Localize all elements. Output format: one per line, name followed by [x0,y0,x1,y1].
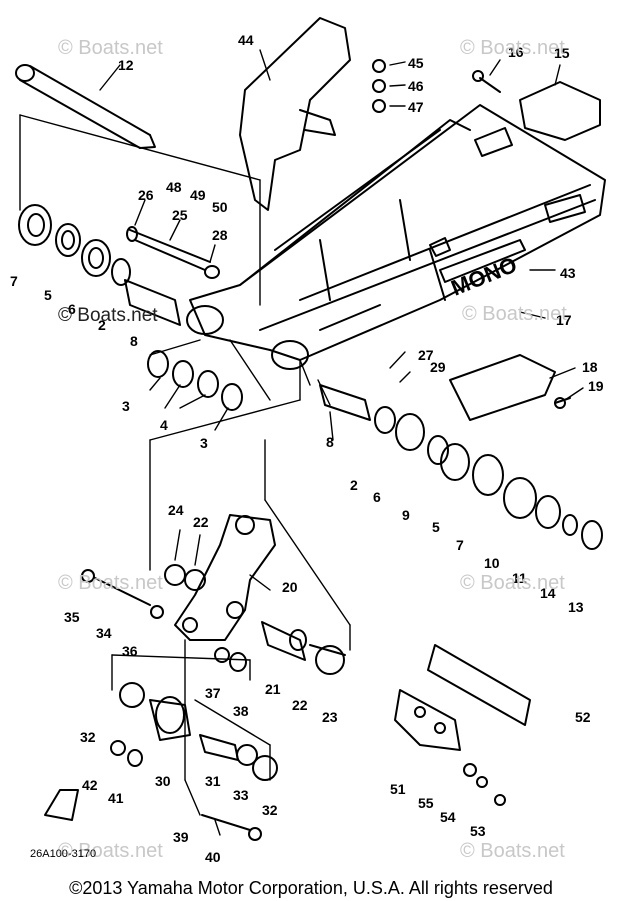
callout-7b: 7 [456,537,464,553]
watermark-bottom-left: © Boats.net [58,840,163,862]
callout-49: 49 [190,187,206,203]
callout-10: 10 [484,555,500,571]
callout-22a: 22 [193,514,209,530]
callout-2a: 2 [98,317,106,333]
callout-11: 11 [512,570,527,586]
left-bearing-set [18,204,243,411]
watermark-bottom-right: © Boats.net [460,840,565,862]
callout-14: 14 [540,585,556,601]
callout-13: 13 [568,599,584,615]
chain-case [449,354,571,421]
callout-6a: 6 [68,301,76,317]
axle-shaft [15,64,156,149]
chain-guard [239,17,386,211]
callout-51: 51 [390,781,406,797]
callout-15: 15 [554,45,570,61]
callout-29: 29 [430,359,446,375]
callout-25: 25 [172,207,188,223]
watermark-lower-left: © Boats.net [58,572,163,594]
callout-4: 4 [160,417,168,433]
callout-43: 43 [560,265,576,281]
callout-22b: 22 [292,697,308,713]
right-bearing-set [319,384,603,550]
callout-2b: 2 [350,477,358,493]
callout-24: 24 [168,502,184,518]
rear-bracket [472,70,601,141]
callout-26: 26 [138,187,154,203]
callout-40: 40 [205,849,221,865]
callout-32b: 32 [262,802,278,818]
watermark-top-right: © Boats.net [460,37,565,59]
callout-41: 41 [108,790,124,806]
callout-27: 27 [418,347,434,363]
callout-55: 55 [418,795,434,811]
relay-hardware [81,569,346,675]
callout-6b: 6 [373,489,381,505]
callout-12: 12 [118,57,134,73]
copyright-notice: ©2013 Yamaha Motor Corporation, U.S.A. A… [69,878,553,898]
callout-7a: 7 [10,273,18,289]
leader-lines [19,49,584,836]
callout-18: 18 [582,359,598,375]
swingarm [186,104,606,370]
callout-3a: 3 [122,398,130,414]
callout-8a: 8 [130,333,138,349]
callout-30: 30 [155,773,171,789]
callout-38: 38 [233,703,249,719]
relay-arm [164,514,276,641]
callout-50: 50 [212,199,228,215]
callout-3b: 3 [200,435,208,451]
callout-54: 54 [440,809,456,825]
callout-19: 19 [588,378,604,394]
callout-5a: 5 [44,287,52,303]
callout-32a: 32 [80,729,96,745]
callout-42: 42 [82,777,98,793]
callout-5b: 5 [432,519,440,535]
watermark-mid-left: © Boats.net [58,305,158,326]
pivot-shaft [126,226,220,279]
callout-46: 46 [408,78,424,94]
watermark-lower-right: © Boats.net [460,572,565,594]
callout-21: 21 [265,681,281,697]
callout-47: 47 [408,99,424,115]
callout-35: 35 [64,609,80,625]
callout-39: 39 [173,829,189,845]
callout-31: 31 [205,773,221,789]
callout-8b: 8 [326,434,334,450]
callout-45: 45 [408,55,424,71]
callout-28: 28 [212,227,228,243]
callout-37: 37 [205,685,221,701]
callout-44: 44 [238,32,254,48]
callout-20: 20 [282,579,298,595]
callout-9: 9 [402,507,410,523]
brand-stamp: MONO [448,252,521,301]
lower-link [44,682,278,841]
chain-guide [394,644,531,806]
callout-53: 53 [470,823,486,839]
watermark-top-left: © Boats.net [58,37,163,59]
callout-23: 23 [322,709,338,725]
callout-16: 16 [508,44,524,60]
callout-labels: 12 44 45 46 47 16 15 48 49 50 26 25 28 4… [10,32,604,865]
callout-33: 33 [233,787,249,803]
callout-34: 34 [96,625,112,641]
callout-17: 17 [556,312,572,328]
callout-52: 52 [575,709,591,725]
callout-48: 48 [166,179,182,195]
watermark-mid-right: © Boats.net [462,303,567,325]
callout-36: 36 [122,643,138,659]
drawing-code: 26A100-3170 [30,848,97,860]
